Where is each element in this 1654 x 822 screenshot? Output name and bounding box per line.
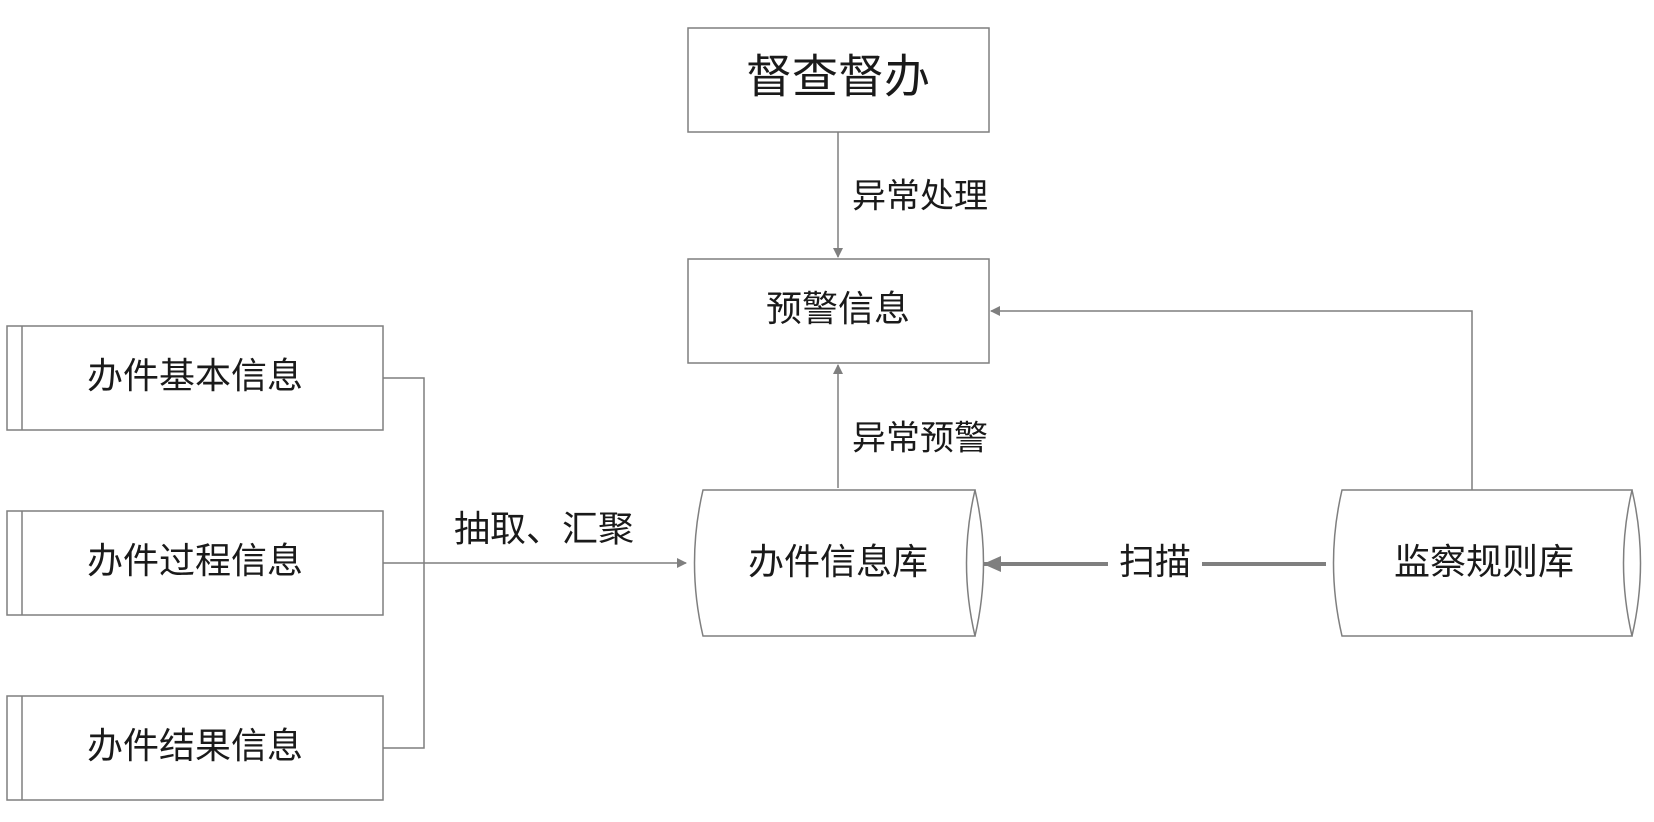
case-db-label: 办件信息库 (748, 542, 928, 583)
supervision-label: 督查督办 (746, 50, 930, 104)
edge-rule-to-warning (990, 306, 1473, 490)
supervision-node: 督查督办 (687, 27, 990, 133)
warning-info-label: 预警信息 (766, 289, 910, 330)
exception-handling-label: 异常处理 (852, 177, 988, 217)
warning-info-node: 预警信息 (687, 258, 990, 364)
result-info-label: 办件结果信息 (87, 726, 303, 767)
rule-db-label: 监察规则库 (1394, 542, 1574, 583)
basic-info-node: 办件基本信息 (6, 325, 384, 431)
process-info-node: 办件过程信息 (6, 510, 384, 616)
scan-label: 扫描 (1119, 542, 1191, 583)
extract-aggregate-label: 抽取、汇聚 (454, 509, 634, 550)
rule-db-node: 监察规则库 (1332, 489, 1642, 637)
basic-info-label: 办件基本信息 (87, 356, 303, 397)
exception-warning-label: 异常预警 (852, 419, 988, 459)
case-db-node: 办件信息库 (693, 489, 985, 637)
result-info-node: 办件结果信息 (6, 695, 384, 801)
process-info-label: 办件过程信息 (87, 541, 303, 582)
source-bracket (383, 377, 425, 749)
